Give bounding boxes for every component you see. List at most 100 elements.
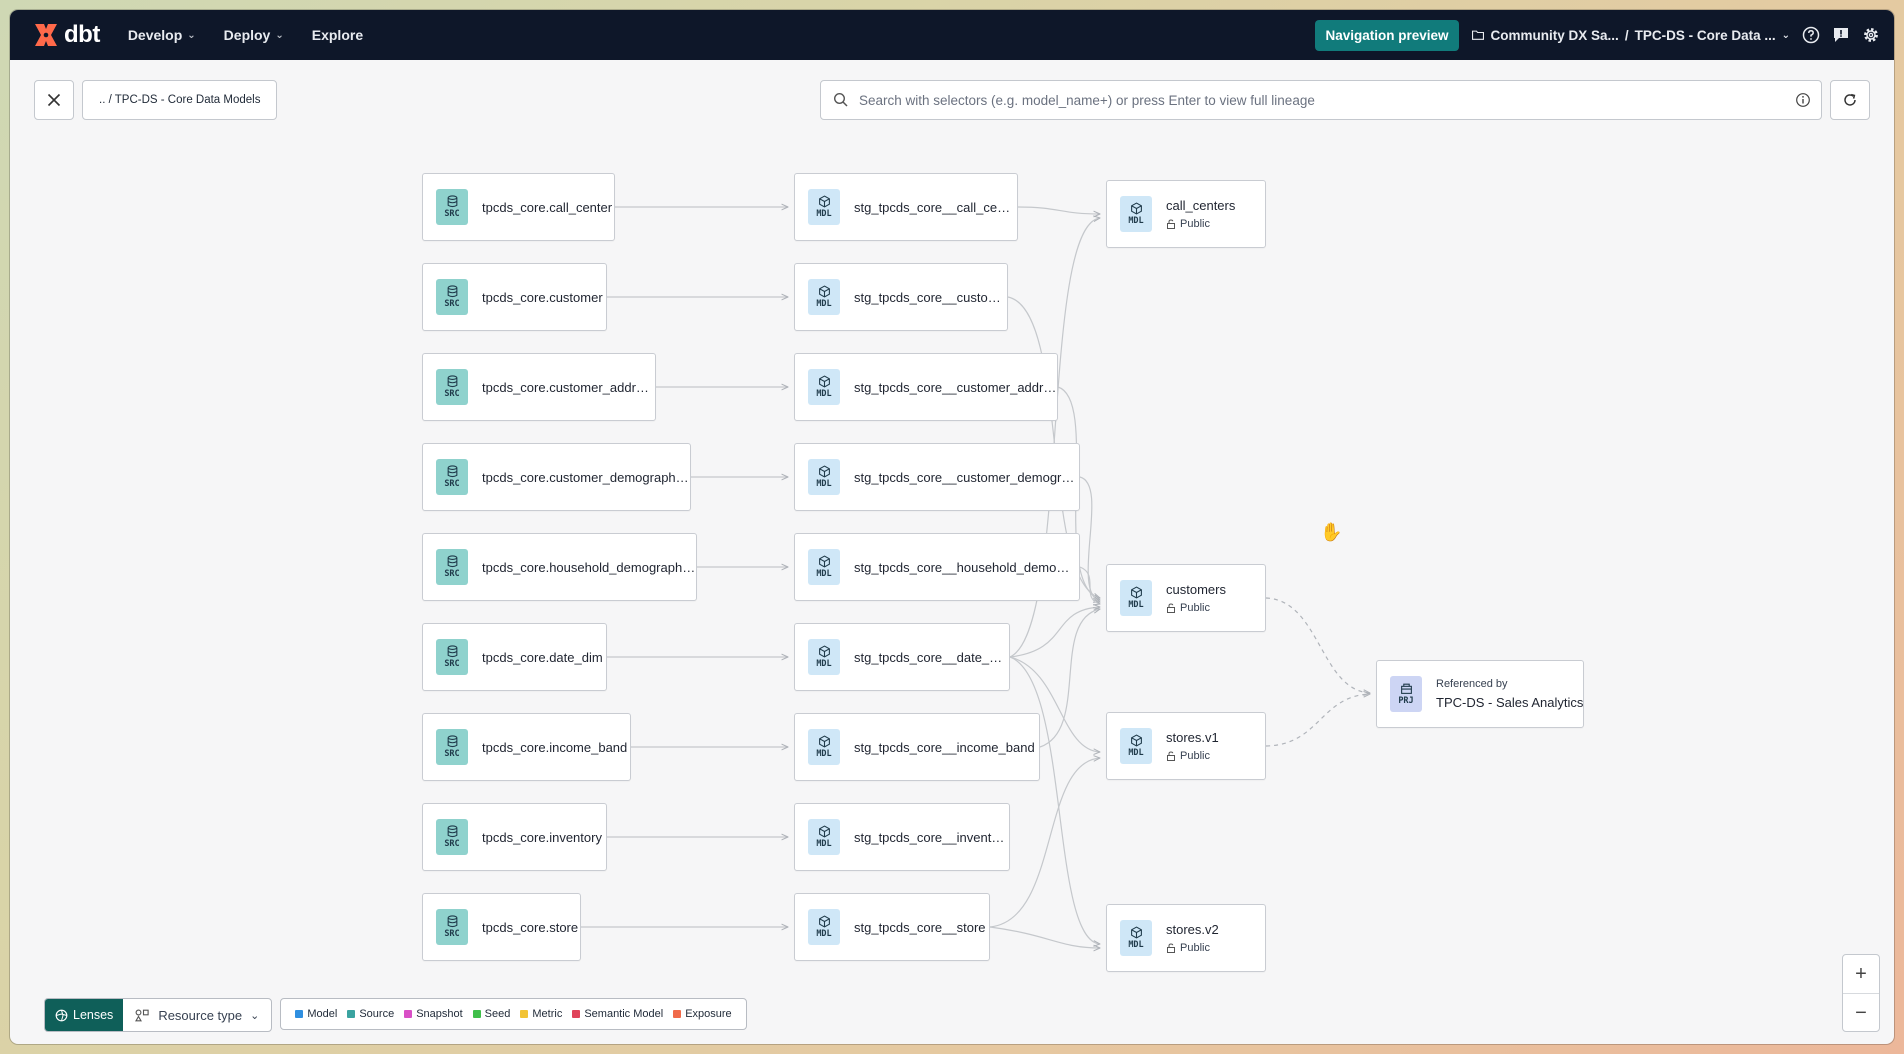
staging-model-node[interactable]: MDL stg_tpcds_core__date_dim (794, 623, 1010, 691)
access-label: Public (1180, 218, 1210, 230)
access-label: Public (1180, 942, 1210, 954)
source-node[interactable]: SRC tpcds_core.customer (422, 263, 607, 331)
close-icon (47, 93, 61, 107)
nav-deploy[interactable]: Deploy ⌄ (224, 27, 284, 43)
refresh-icon (1844, 93, 1856, 106)
model-badge: MDL (808, 189, 840, 225)
help-icon[interactable] (1802, 26, 1820, 44)
edge-stg-store-storesv2 (989, 926, 1100, 948)
cube-icon (818, 915, 830, 928)
nav-explore-label: Explore (311, 27, 364, 43)
public-model-node[interactable]: MDL customers Public (1106, 564, 1266, 632)
edge-stg-demo-customers (1079, 476, 1100, 602)
source-badge: SRC (436, 369, 468, 405)
model-badge: MDL (808, 639, 840, 675)
legend-item-snapshot: Snapshot (404, 1008, 463, 1020)
refresh-button[interactable] (1830, 80, 1870, 120)
navigation-preview-button[interactable]: Navigation preview (1315, 19, 1459, 51)
lineage-search[interactable] (820, 80, 1822, 120)
public-model-node[interactable]: MDL stores.v1 Public (1106, 712, 1266, 780)
dbt-logo[interactable]: dbt (32, 21, 100, 49)
lenses-button[interactable]: Lenses (45, 999, 124, 1031)
staging-model-node[interactable]: MDL stg_tpcds_core__income_band (794, 713, 1040, 781)
staging-model-node[interactable]: MDL stg_tpcds_core__customer_address (794, 353, 1058, 421)
badge-label: MDL (1128, 748, 1144, 758)
resource-type-dropdown[interactable]: Resource type ⌄ (123, 999, 271, 1031)
database-icon (447, 465, 457, 478)
folder-icon (1471, 30, 1484, 40)
model-badge: MDL (808, 459, 840, 495)
database-icon (447, 735, 457, 748)
source-node[interactable]: SRC tpcds_core.inventory (422, 803, 607, 871)
zoom-controls: + − (1842, 954, 1880, 1032)
model-badge: MDL (1120, 728, 1152, 764)
gear-icon[interactable] (1862, 26, 1880, 44)
legend-item-metric: Metric (520, 1008, 562, 1020)
model-info: stores.v2 Public (1166, 922, 1219, 954)
legend-item-seed: Seed (472, 1008, 510, 1020)
legend-swatch (347, 1010, 356, 1018)
model-badge: MDL (808, 369, 840, 405)
public-model-node[interactable]: MDL call_centers Public (1106, 180, 1266, 248)
edge-stg-cc-callcenters (1017, 206, 1100, 214)
staging-model-node[interactable]: MDL stg_tpcds_core__customer_demogra... (794, 443, 1080, 511)
database-icon (447, 915, 457, 928)
staging-model-node[interactable]: MDL stg_tpcds_core__store (794, 893, 990, 961)
badge-label: SRC (444, 749, 460, 759)
source-node[interactable]: SRC tpcds_core.store (422, 893, 581, 961)
badge-label: MDL (816, 299, 832, 309)
chevron-down-icon: ⌄ (250, 1009, 260, 1022)
model-info: customers Public (1166, 582, 1226, 614)
nav-develop[interactable]: Develop ⌄ (128, 27, 196, 43)
public-model-node[interactable]: MDL stores.v2 Public (1106, 904, 1266, 972)
zoom-in-button[interactable]: + (1843, 955, 1879, 994)
staging-model-node[interactable]: MDL stg_tpcds_core__customer (794, 263, 1008, 331)
lens-group: Lenses Resource type ⌄ (44, 998, 273, 1032)
nav-deploy-label: Deploy (223, 27, 271, 43)
close-lineage-button[interactable] (34, 80, 74, 120)
badge-label: MDL (816, 389, 832, 399)
model-name: customers (1166, 582, 1226, 597)
model-name: stg_tpcds_core__inventory (854, 829, 1009, 845)
unlock-icon (1167, 751, 1175, 761)
edge-stg-date-customers (1009, 607, 1100, 658)
source-node[interactable]: SRC tpcds_core.customer_demographics (422, 443, 691, 511)
staging-model-node[interactable]: MDL stg_tpcds_core__call_center (794, 173, 1018, 241)
edge-stg-date-callcenters (1009, 218, 1100, 658)
access-level: Public (1166, 218, 1235, 230)
source-name: tpcds_core.store (482, 919, 579, 935)
nav-explore[interactable]: Explore (312, 27, 363, 43)
feedback-icon[interactable] (1832, 26, 1850, 44)
source-node[interactable]: SRC tpcds_core.income_band (422, 713, 631, 781)
zoom-out-button[interactable]: − (1855, 1001, 1867, 1024)
staging-model-node[interactable]: MDL stg_tpcds_core__inventory (794, 803, 1010, 871)
legend-swatch (472, 1010, 481, 1018)
lineage-edges (581, 10, 1894, 1044)
account-name: Community DX Sa... (1490, 27, 1619, 43)
source-node[interactable]: SRC tpcds_core.call_center (422, 173, 615, 241)
cube-icon (1130, 202, 1142, 215)
source-node[interactable]: SRC tpcds_core.customer_address (422, 353, 656, 421)
cube-icon (818, 645, 830, 658)
referenced-label: Referenced by (1436, 678, 1508, 690)
badge-label: MDL (816, 929, 832, 939)
source-badge: SRC (436, 729, 468, 765)
source-node[interactable]: SRC tpcds_core.date_dim (422, 623, 607, 691)
nav-develop-label: Develop (127, 27, 183, 43)
legend-item-exposure: Exposure (673, 1008, 732, 1020)
search-input[interactable] (857, 91, 1761, 109)
lineage-breadcrumb[interactable]: .. / TPC-DS - Core Data Models (82, 80, 278, 120)
referenced-project-node[interactable]: PRJ Referenced by TPC-DS - Sales Analyti… (1376, 660, 1584, 728)
info-icon[interactable] (1795, 92, 1811, 108)
project-selector[interactable]: Community DX Sa... / TPC-DS - Core Data … (1471, 28, 1790, 43)
badge-label: MDL (816, 839, 832, 849)
source-node[interactable]: SRC tpcds_core.household_demographics (422, 533, 697, 601)
model-name: call_centers (1166, 198, 1236, 213)
source-name: tpcds_core.customer_demographics (482, 469, 690, 485)
badge-label: PRJ (1398, 696, 1414, 706)
model-badge: MDL (1120, 580, 1152, 616)
staging-model-node[interactable]: MDL stg_tpcds_core__household_demogr... (794, 533, 1080, 601)
cube-icon (818, 555, 830, 568)
source-name: tpcds_core.customer (482, 289, 603, 305)
header-right: Navigation preview Community DX Sa... / … (1315, 10, 1880, 60)
